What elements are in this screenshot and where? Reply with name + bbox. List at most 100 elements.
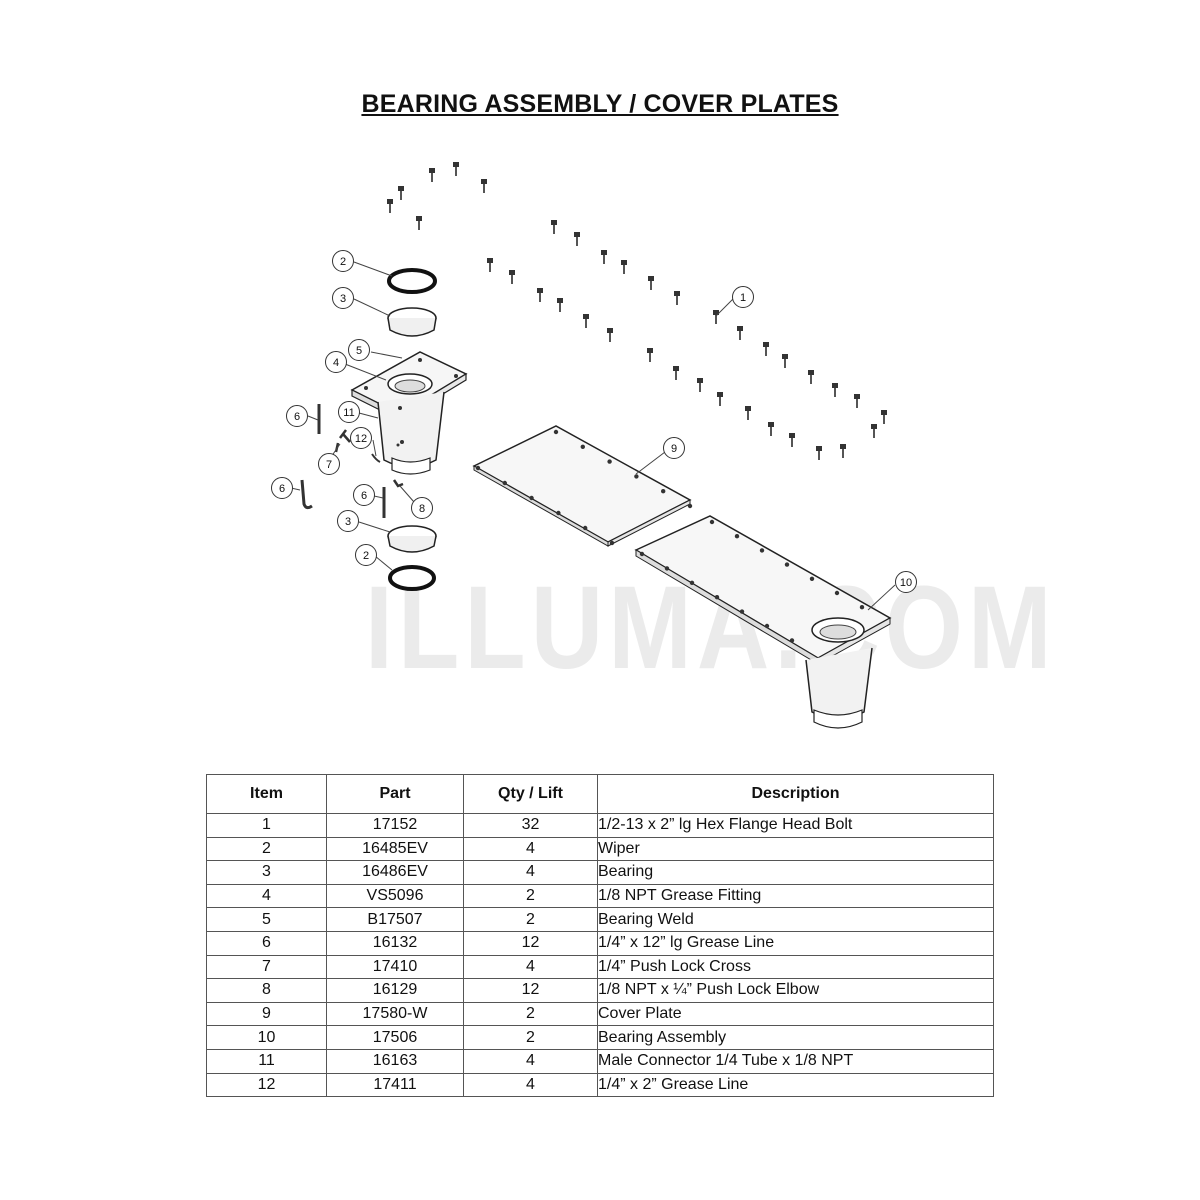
flange-bolt bbox=[486, 257, 494, 273]
bolt-hole bbox=[556, 510, 561, 516]
bolt-hole bbox=[580, 444, 585, 449]
grease-line-12 bbox=[371, 453, 381, 463]
cell-part: 16132 bbox=[326, 930, 464, 956]
cell-part: B17507 bbox=[326, 907, 464, 932]
cell-item: 9 bbox=[206, 1001, 327, 1027]
flange-bolt bbox=[807, 369, 815, 385]
cell-description: Wiper bbox=[597, 836, 994, 862]
callout-label: 2 bbox=[340, 256, 346, 268]
cell-part: 17410 bbox=[326, 954, 464, 980]
callout-bubble: 12 bbox=[350, 427, 372, 449]
flange-bolt bbox=[870, 423, 878, 439]
callout-label: 5 bbox=[356, 345, 362, 357]
flange-bolt bbox=[386, 198, 394, 214]
cell-item: 4 bbox=[206, 883, 327, 909]
bolt-hole bbox=[607, 459, 612, 464]
callout-label: 6 bbox=[279, 483, 285, 495]
flange-bolt bbox=[672, 365, 680, 381]
grease-line-6b bbox=[300, 479, 313, 510]
callout-bubble: 11 bbox=[338, 401, 360, 423]
leader-lines bbox=[290, 261, 896, 611]
cell-qty: 4 bbox=[463, 836, 598, 862]
callout-label: 3 bbox=[340, 293, 346, 305]
cell-item: 7 bbox=[206, 954, 327, 980]
cell-qty: 2 bbox=[463, 1001, 598, 1027]
callout-label: 10 bbox=[900, 577, 912, 589]
bolt-hole bbox=[609, 540, 615, 546]
callout-bubble: 2 bbox=[332, 250, 354, 272]
header-description: Description bbox=[597, 774, 994, 814]
flange-bolt bbox=[767, 421, 775, 437]
bolt-hole bbox=[709, 519, 715, 525]
callout-label: 6 bbox=[361, 490, 367, 502]
callout-bubble: 5 bbox=[348, 339, 370, 361]
cell-item: 6 bbox=[206, 930, 327, 956]
bolt-hole bbox=[789, 638, 795, 643]
wiper-lower bbox=[388, 565, 436, 591]
push-lock-cross bbox=[334, 429, 351, 453]
callout-label: 6 bbox=[294, 411, 300, 423]
bolt-hole bbox=[553, 429, 559, 435]
cell-qty: 2 bbox=[463, 907, 598, 932]
cell-qty: 4 bbox=[463, 954, 598, 980]
callout-bubble: 2 bbox=[355, 544, 377, 566]
callout-label: 1 bbox=[740, 292, 746, 304]
cell-item: 3 bbox=[206, 860, 327, 885]
cell-part: 17152 bbox=[326, 813, 464, 838]
flange-bolt bbox=[428, 167, 436, 183]
cell-qty: 4 bbox=[463, 1048, 598, 1074]
callout-bubble: 1 bbox=[732, 286, 754, 308]
flange-bolt bbox=[573, 231, 581, 247]
callout-bubble: 10 bbox=[895, 571, 917, 593]
callout-bubble: 6 bbox=[353, 484, 375, 506]
callout-bubble: 6 bbox=[286, 405, 308, 427]
bolt-hole bbox=[714, 595, 720, 600]
cell-item: 2 bbox=[206, 836, 327, 862]
flange-bolt bbox=[712, 309, 720, 325]
flange-bolt bbox=[716, 391, 724, 407]
wiper-upper bbox=[387, 268, 437, 294]
cell-description: Bearing bbox=[597, 860, 994, 885]
cell-part: 16485EV bbox=[326, 836, 464, 862]
flange-bolt bbox=[556, 297, 564, 313]
bolt-hole bbox=[634, 474, 639, 479]
bolt-hole bbox=[784, 562, 790, 567]
cell-qty: 4 bbox=[463, 1072, 598, 1098]
flange-bolt bbox=[815, 445, 823, 461]
flange-bolt bbox=[788, 432, 796, 448]
callout-label: 8 bbox=[419, 503, 425, 515]
cell-item: 11 bbox=[206, 1048, 327, 1074]
header-qty: Qty / Lift bbox=[463, 774, 598, 814]
flange-bolt bbox=[880, 409, 888, 425]
flange-bolt bbox=[550, 219, 558, 235]
cell-item: 5 bbox=[206, 907, 327, 932]
bolt-hole bbox=[664, 566, 670, 571]
bolt-group bbox=[386, 161, 888, 461]
bearing-lower bbox=[387, 525, 437, 553]
flange-bolt bbox=[600, 249, 608, 265]
callout-bubble: 7 bbox=[318, 453, 340, 475]
cell-part: 17506 bbox=[326, 1025, 464, 1050]
bearing-upper bbox=[387, 307, 437, 337]
flange-bolt bbox=[744, 405, 752, 421]
flange-bolt bbox=[647, 275, 655, 291]
bolt-hole bbox=[502, 480, 507, 486]
callout-bubble: 6 bbox=[271, 477, 293, 499]
cell-qty: 2 bbox=[463, 1025, 598, 1050]
bolt-hole bbox=[859, 605, 865, 610]
bolt-hole bbox=[689, 580, 695, 585]
cell-part: 17580-W bbox=[326, 1001, 464, 1027]
callout-label: 3 bbox=[345, 516, 351, 528]
flange-bolt bbox=[673, 290, 681, 306]
flange-bolt bbox=[536, 287, 544, 303]
push-lock-elbow bbox=[392, 479, 404, 488]
callout-label: 11 bbox=[343, 407, 354, 419]
